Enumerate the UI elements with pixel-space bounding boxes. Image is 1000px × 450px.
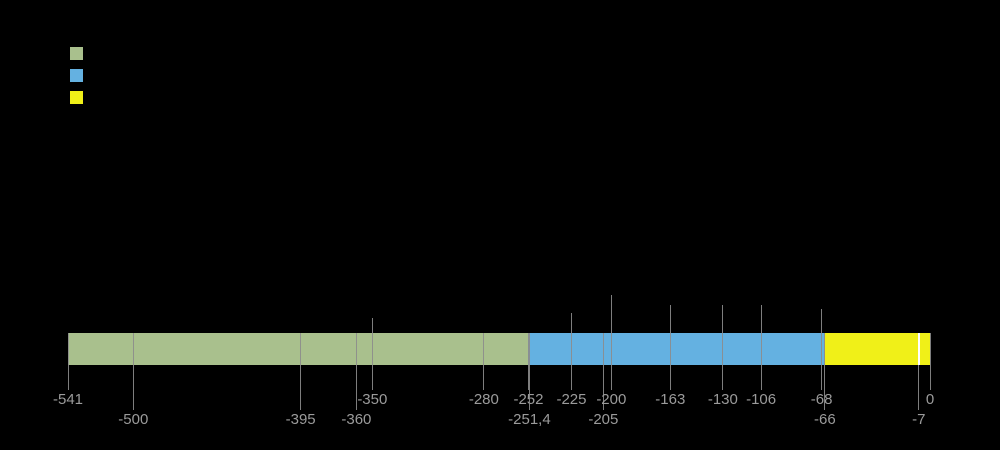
tick-line: [483, 333, 485, 390]
tick-label: -163: [655, 391, 686, 408]
tick-label: -500: [118, 411, 149, 428]
tick-line: [918, 333, 920, 410]
tick-line: [760, 305, 762, 390]
tick-line: [722, 305, 724, 390]
tick-line: [929, 333, 931, 390]
era-segment-2: [528, 333, 825, 365]
tick-label: -280: [468, 391, 499, 408]
era-segment-3: [824, 333, 930, 365]
tick-line: [355, 333, 357, 410]
tick-label: 0: [925, 391, 935, 408]
tick-line: [602, 333, 604, 410]
tick-label: -360: [341, 411, 372, 428]
tick-label: -251,4: [508, 411, 551, 428]
tick-line: [371, 318, 373, 390]
tick-label: -225: [556, 391, 587, 408]
tick-label: -252: [513, 391, 543, 409]
legend-swatch-2: [70, 69, 83, 82]
tick-label: -395: [285, 411, 316, 428]
tick-line: [669, 305, 671, 390]
tick-label: -66: [813, 411, 836, 428]
tick-line: [821, 309, 823, 390]
tick-label: -205: [588, 411, 619, 428]
tick-line: [67, 333, 69, 390]
tick-line: [824, 333, 826, 410]
tick-line: [527, 333, 529, 390]
tick-label: -7: [912, 411, 926, 428]
tick-label: -106: [746, 391, 777, 408]
tick-line: [300, 333, 302, 410]
tick-label: -68: [810, 391, 833, 408]
tick-label: -541: [52, 391, 84, 408]
tick-line: [570, 313, 572, 390]
bar-marker-line: [917, 333, 920, 365]
tick-line: [610, 295, 612, 390]
tick-line: [528, 333, 530, 410]
legend-swatch-3: [70, 91, 83, 104]
tick-label: -200: [596, 391, 627, 408]
tick-label: -350: [357, 391, 388, 408]
era-segment-1: [68, 333, 529, 365]
tick-line: [132, 333, 134, 410]
tick-label: -130: [707, 391, 738, 408]
legend-swatch-1: [70, 47, 83, 60]
